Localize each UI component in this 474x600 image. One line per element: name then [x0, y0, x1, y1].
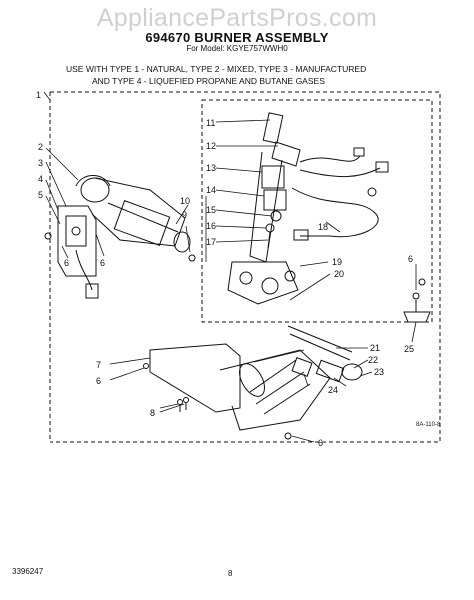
- callout-6e: 6: [318, 438, 323, 448]
- callout-5: 5: [38, 190, 43, 200]
- callout-10: 10: [180, 196, 190, 206]
- callout-18: 18: [318, 222, 328, 232]
- page-title: 694670 BURNER ASSEMBLY: [145, 30, 329, 45]
- callout-7: 7: [96, 360, 101, 370]
- assembly-outline: [50, 91, 441, 443]
- callout-23: 23: [374, 367, 384, 377]
- watermark: AppliancePartsPros.com: [96, 4, 378, 32]
- callout-16: 16: [206, 221, 216, 231]
- callout-25: 25: [404, 344, 414, 354]
- callout-1: 1: [36, 90, 41, 100]
- leader-lines: [43, 91, 417, 443]
- usage-note-line2: AND TYPE 4 - LIQUEFIED PROPANE AND BUTAN…: [92, 76, 325, 86]
- callout-11: 11: [206, 118, 215, 128]
- callout-22: 22: [368, 355, 378, 365]
- callout-19: 19: [332, 257, 342, 267]
- mounting-bracket-drawing: [149, 343, 331, 431]
- right-bracket-drawing: [403, 278, 431, 323]
- callout-6b: 6: [100, 258, 105, 268]
- valve-subassembly-outline: [201, 99, 433, 323]
- diagram-code: 8A-110-8: [416, 422, 441, 428]
- callout-2: 2: [38, 142, 43, 152]
- callout-17: 17: [206, 237, 216, 247]
- callout-8: 8: [150, 408, 155, 418]
- callout-14: 14: [206, 185, 216, 195]
- callout-24: 24: [328, 385, 338, 395]
- callout-20: 20: [334, 269, 344, 279]
- page-number: 8: [228, 569, 233, 578]
- valve-column-drawing: [227, 112, 301, 305]
- left-bracket-drawing: [57, 205, 99, 299]
- usage-note-line1: USE WITH TYPE 1 - NATURAL, TYPE 2 - MIXE…: [66, 64, 367, 74]
- callout-3: 3: [38, 158, 43, 168]
- callout-4: 4: [38, 174, 43, 184]
- part-number: 3396247: [12, 567, 44, 576]
- callout-12: 12: [206, 141, 216, 151]
- callout-13: 13: [206, 163, 216, 173]
- usage-note: USE WITH TYPE 1 - NATURAL, TYPE 2 - MIXE…: [66, 63, 366, 87]
- callout-6c: 6: [96, 376, 101, 386]
- screws-drawing: [44, 232, 292, 440]
- callout-6d: 6: [408, 254, 413, 264]
- model-label: For Model: KGYE757WWH0: [186, 44, 288, 53]
- burner-tube-drawing: [75, 175, 191, 253]
- callout-15: 15: [206, 205, 216, 215]
- callout-6a: 6: [64, 258, 69, 268]
- wire-harness-drawing: [291, 147, 389, 241]
- callout-21: 21: [370, 343, 380, 353]
- callout-9: 9: [182, 210, 187, 220]
